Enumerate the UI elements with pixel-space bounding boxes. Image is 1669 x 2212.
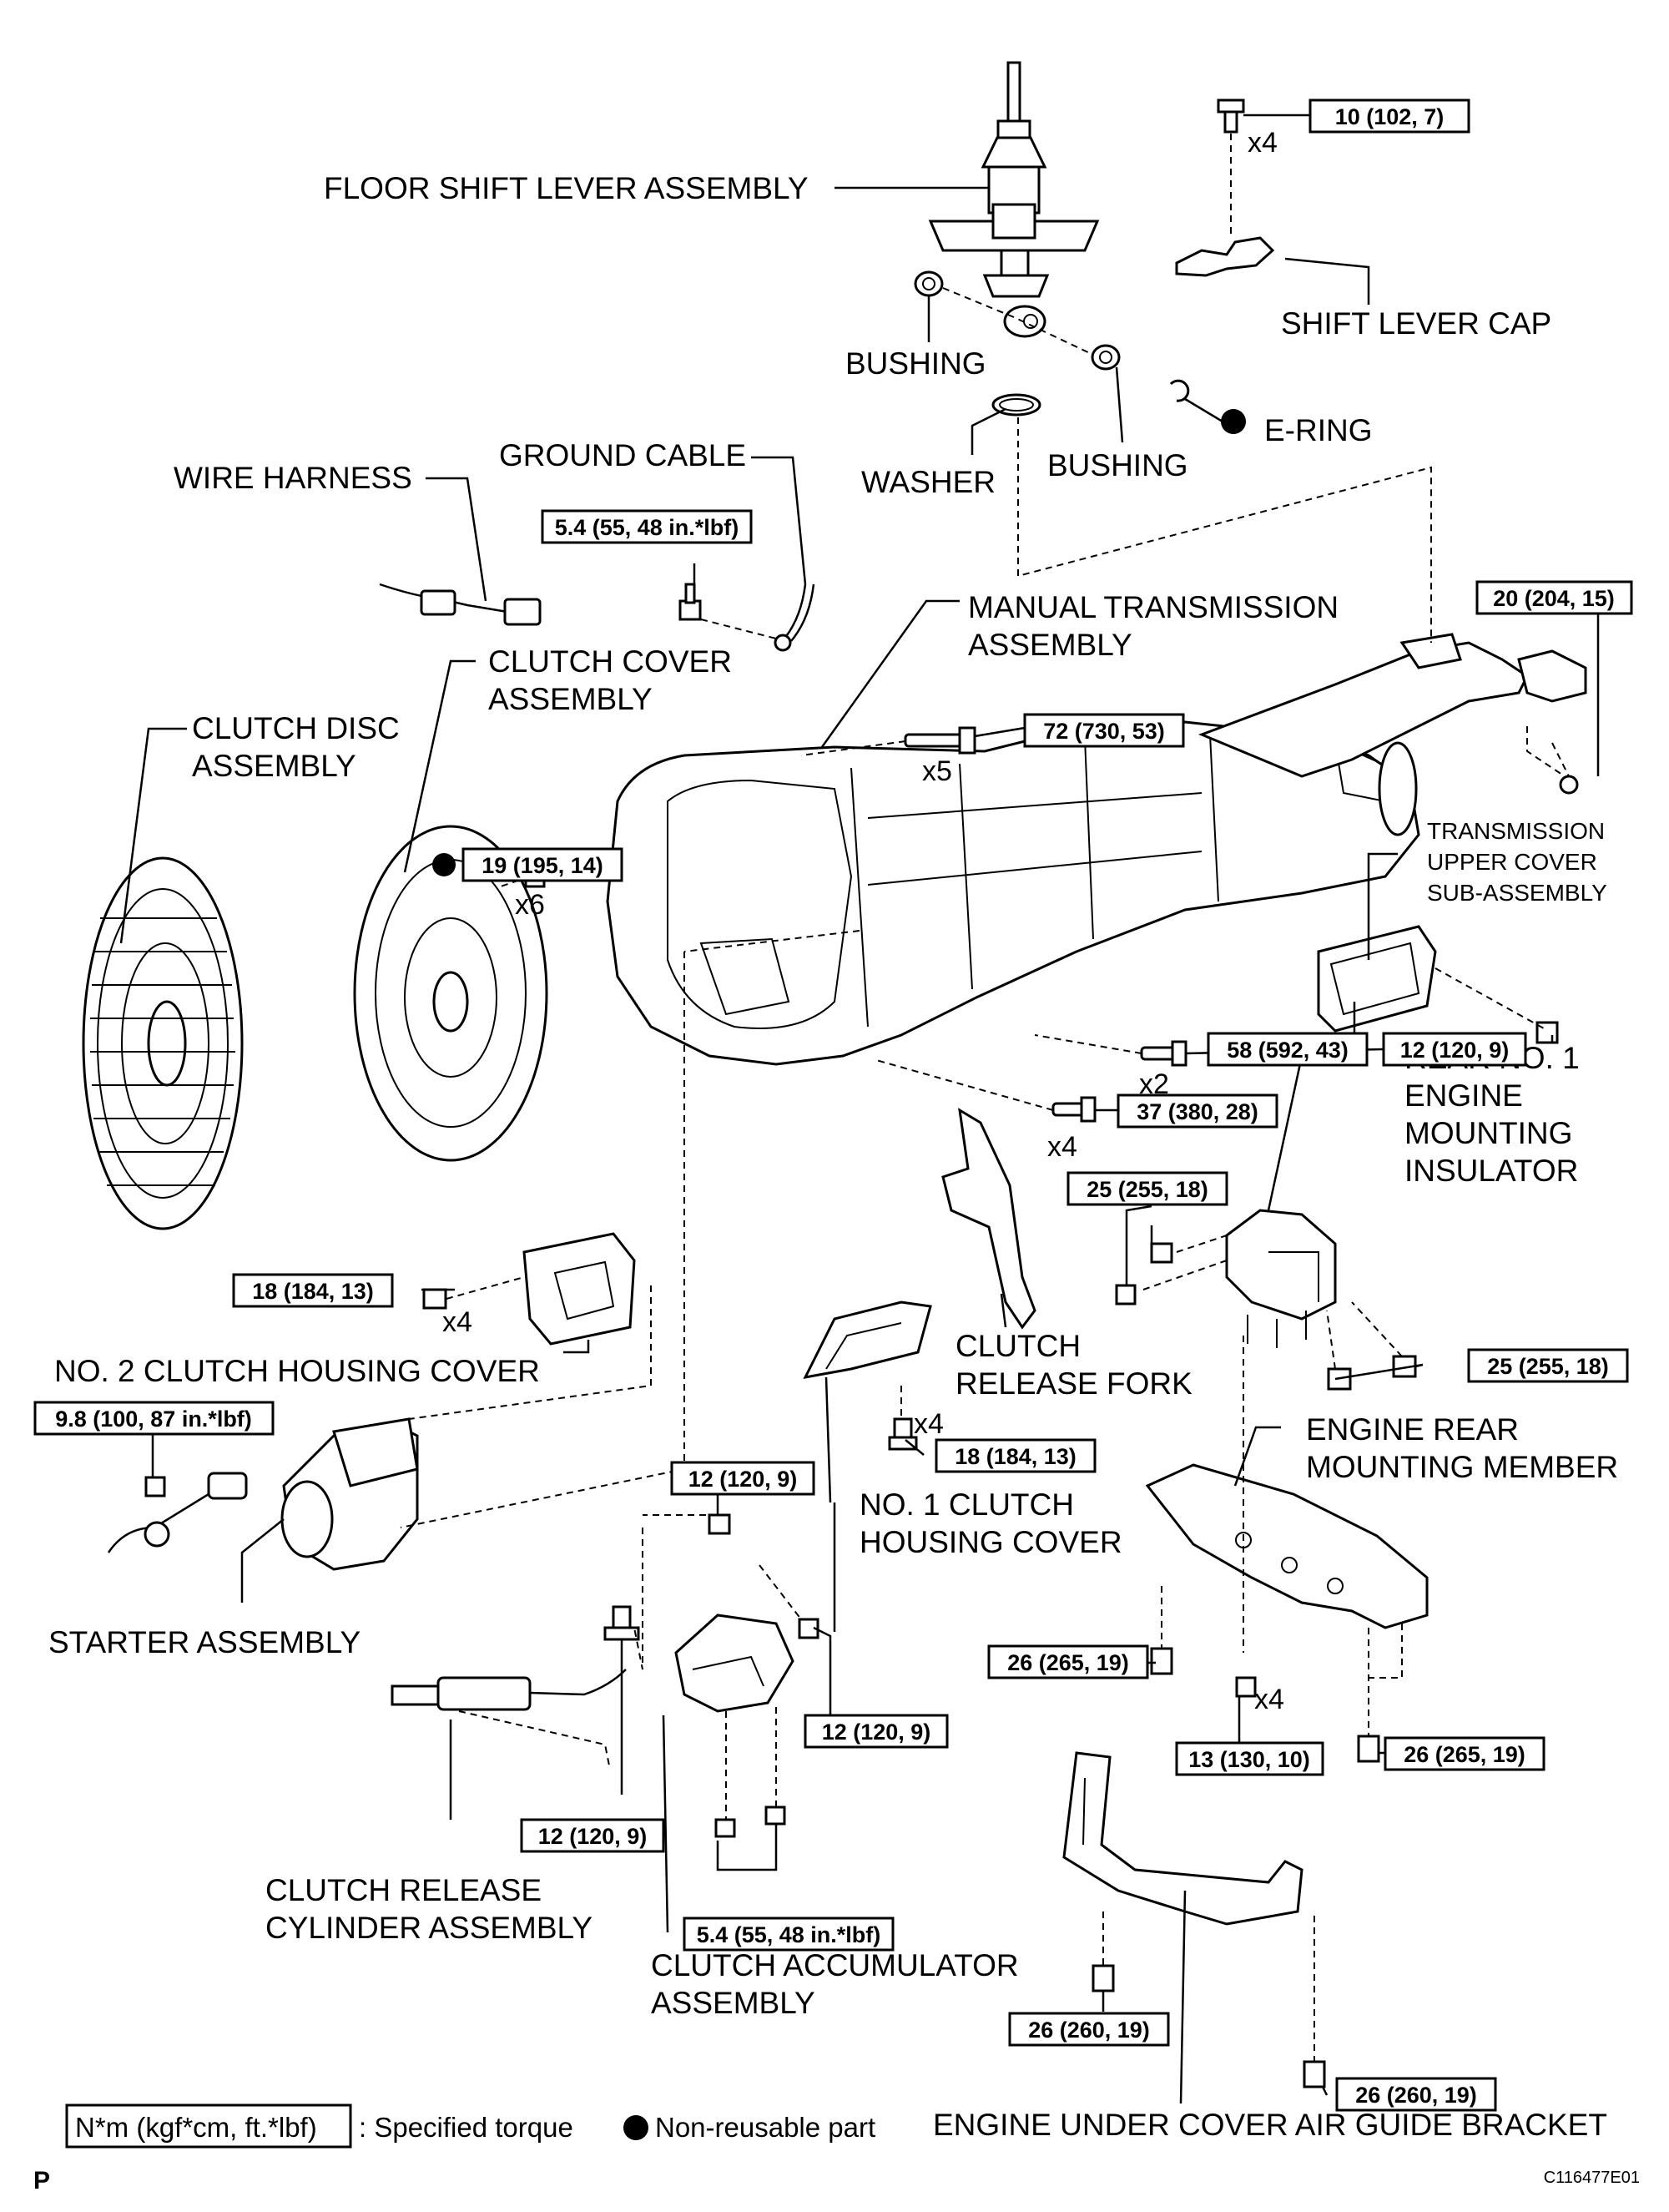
label-rear-insulator-3: MOUNTING xyxy=(1404,1116,1572,1150)
label-washer: WASHER xyxy=(861,465,996,499)
legend-unit: N*m (kgf*cm, ft.*lbf) xyxy=(75,2112,317,2143)
torque-58: 58 (592, 43) xyxy=(1227,1038,1349,1063)
label-release-fork-2: RELEASE FORK xyxy=(956,1366,1193,1401)
torque-accum-bottom: 5.4 (55, 48 in.*lbf) xyxy=(697,1922,881,1947)
torque-shift-cap: 10 (102, 7) xyxy=(1335,104,1445,129)
torque-accum-top: 12 (120, 9) xyxy=(688,1467,798,1492)
mult-37: x4 xyxy=(1047,1131,1077,1163)
label-bushing-right: BUSHING xyxy=(1047,448,1188,482)
label-clutch-disc-2: ASSEMBLY xyxy=(192,749,356,783)
torque-insulator-top: 25 (255, 18) xyxy=(1087,1177,1208,1202)
label-accumulator-1: CLUTCH ACCUMULATOR xyxy=(651,1948,1019,1982)
ground-cable-drawing xyxy=(678,583,815,652)
mult-72: x5 xyxy=(922,755,952,787)
label-no2-housing-cover: NO. 2 CLUTCH HOUSING COVER xyxy=(54,1354,540,1388)
legend-non-reusable-mark xyxy=(623,2115,648,2140)
rear-mounting-insulator-drawing xyxy=(1115,1209,1417,1391)
label-clutch-cover-1: CLUTCH COVER xyxy=(488,644,732,679)
torque-boxes: 10 (102, 7) 5.4 (55, 48 in.*lbf) 20 (204… xyxy=(33,98,1633,2112)
torque-accum-right: 12 (120, 9) xyxy=(822,1720,931,1745)
wire-harness-drawing xyxy=(379,583,542,626)
label-engine-rear-member-1: ENGINE REAR xyxy=(1306,1412,1519,1447)
label-shift-lever-cap: SHIFT LEVER CAP xyxy=(1281,306,1551,341)
figure-code: C116477E01 xyxy=(1544,2169,1640,2187)
torque-trans-72: 72 (730, 53) xyxy=(1043,719,1165,744)
torque-member-left: 26 (265, 19) xyxy=(1007,1650,1129,1675)
label-air-guide-bracket: ENGINE UNDER COVER AIR GUIDE BRACKET xyxy=(933,2108,1607,2142)
shift-lever-cap-drawing xyxy=(1175,98,1275,277)
label-accumulator-2: ASSEMBLY xyxy=(651,1986,815,2020)
floor-shift-lever-drawing xyxy=(928,61,1100,338)
label-release-cylinder-2: CYLINDER ASSEMBLY xyxy=(265,1911,592,1945)
no1-clutch-housing-cover-drawing xyxy=(803,1300,932,1451)
label-clutch-disc-1: CLUTCH DISC xyxy=(192,711,400,745)
torque-clutch-cover: 19 (195, 14) xyxy=(482,853,603,878)
label-rear-insulator-2: ENGINE xyxy=(1404,1078,1523,1113)
torque-member-center: 13 (130, 10) xyxy=(1188,1747,1310,1772)
assembly-dashed-lines xyxy=(400,134,1570,2062)
legend-non-reusable: Non-reusable part xyxy=(655,2112,875,2143)
mult-58: x2 xyxy=(1139,1068,1169,1100)
label-manual-transmission-2: ASSEMBLY xyxy=(968,628,1132,662)
torque-insulator-bottom: 25 (255, 18) xyxy=(1487,1354,1609,1379)
mult-no1: x4 xyxy=(914,1408,944,1440)
label-release-cylinder-1: CLUTCH RELEASE xyxy=(265,1873,542,1907)
bushing-left-drawing xyxy=(914,270,944,297)
torque-no1-cover: 18 (184, 13) xyxy=(955,1444,1077,1469)
leader-lines xyxy=(119,114,1600,2104)
quantity-multipliers: x4 x5 x6 x2 x4 x4 x4 x4 xyxy=(442,127,1284,1715)
torque-bracket-right: 26 (260, 19) xyxy=(1355,2083,1477,2108)
label-no1-housing-cover-1: NO. 1 CLUTCH xyxy=(860,1487,1074,1522)
e-ring-drawing xyxy=(1169,379,1190,402)
torque-member-right: 26 (265, 19) xyxy=(1404,1742,1525,1767)
label-floor-shift-lever: FLOOR SHIFT LEVER ASSEMBLY xyxy=(324,171,809,205)
label-clutch-cover-2: ASSEMBLY xyxy=(488,682,653,716)
label-release-fork-1: CLUTCH xyxy=(956,1329,1081,1363)
clutch-disc-drawing xyxy=(82,856,244,1230)
legend-specified: : Specified torque xyxy=(359,2112,573,2143)
torque-upper-cover: 12 (120, 9) xyxy=(1400,1038,1510,1063)
torque-rear-support: 20 (204, 15) xyxy=(1493,586,1615,611)
label-upper-cover-3: SUB-ASSEMBLY xyxy=(1427,880,1607,906)
manual-transmission-drawing xyxy=(606,633,1587,1066)
label-starter: STARTER ASSEMBLY xyxy=(48,1625,361,1659)
starter-assembly-drawing xyxy=(107,1417,419,1571)
torque-starter: 9.8 (100, 87 in.*lbf) xyxy=(55,1406,252,1432)
legend: N*m (kgf*cm, ft.*lbf) : Specified torque… xyxy=(65,2103,875,2149)
mult-center: x4 xyxy=(1254,1684,1284,1715)
transmission-bolts-drawing xyxy=(422,726,1187,1310)
label-upper-cover-2: UPPER COVER xyxy=(1427,849,1597,875)
mult-cover: x6 xyxy=(515,889,545,921)
label-upper-cover-1: TRANSMISSION xyxy=(1427,818,1605,844)
clutch-release-cylinder-drawing xyxy=(391,1605,640,1711)
mult-cap: x4 xyxy=(1248,127,1278,159)
torque-37: 37 (380, 28) xyxy=(1137,1099,1258,1124)
label-engine-rear-member-2: MOUNTING MEMBER xyxy=(1306,1450,1618,1484)
mult-no2: x4 xyxy=(442,1306,472,1338)
label-bushing-left: BUSHING xyxy=(845,346,986,381)
part-labels: FLOOR SHIFT LEVER ASSEMBLY SHIFT LEVER C… xyxy=(48,171,1618,2142)
torque-bracket-left: 26 (260, 19) xyxy=(1028,2018,1150,2043)
clutch-release-fork-drawing xyxy=(941,1108,1036,1330)
label-rear-insulator-4: INSULATOR xyxy=(1404,1154,1578,1188)
clutch-accumulator-drawing xyxy=(674,1513,819,1838)
bushing-right-drawing xyxy=(1091,344,1121,371)
label-no1-housing-cover-2: HOUSING COVER xyxy=(860,1525,1122,1559)
e-ring-non-reusable-mark xyxy=(1221,409,1246,434)
no2-clutch-housing-cover-drawing xyxy=(522,1232,636,1346)
torque-no2-cover: 18 (184, 13) xyxy=(252,1279,374,1304)
engine-rear-mounting-member-drawing xyxy=(1145,1463,1429,1763)
label-manual-transmission-1: MANUAL TRANSMISSION xyxy=(968,590,1339,624)
air-guide-bracket-drawing xyxy=(1062,1751,1326,2088)
clutch-cover-non-reusable-mark xyxy=(432,853,456,876)
torque-ground: 5.4 (55, 48 in.*lbf) xyxy=(555,515,739,540)
corner-letter: P xyxy=(33,2167,50,2194)
label-wire-harness: WIRE HARNESS xyxy=(174,461,412,495)
label-ground-cable: GROUND CABLE xyxy=(499,438,746,472)
torque-cylinder: 12 (120, 9) xyxy=(538,1824,648,1849)
label-e-ring: E-RING xyxy=(1264,413,1373,447)
